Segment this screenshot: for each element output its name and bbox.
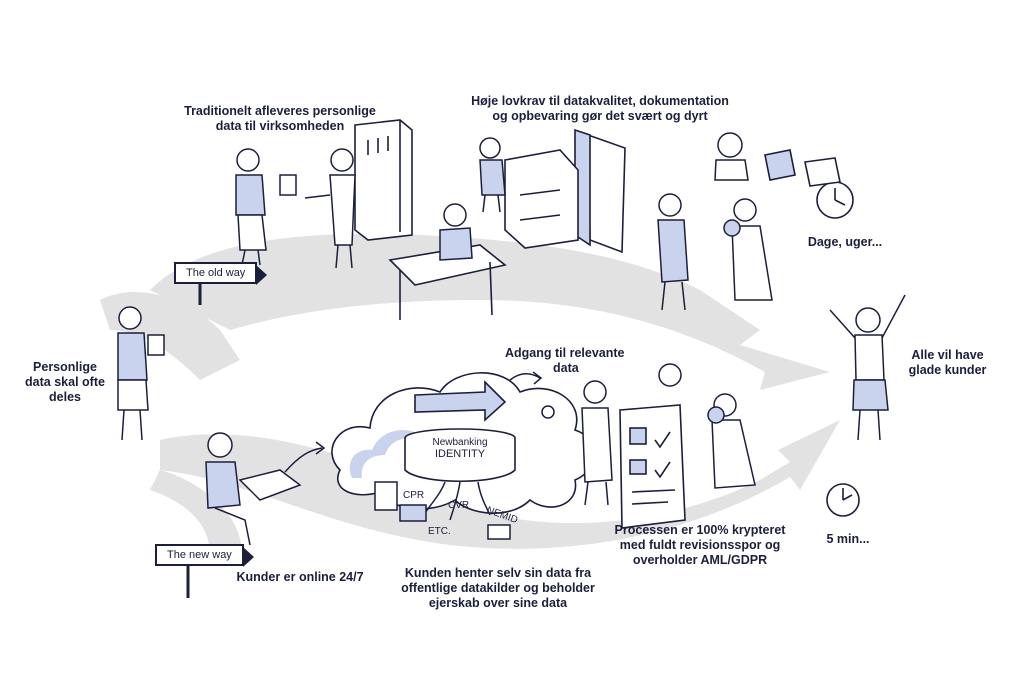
caption-five-min: 5 min... <box>826 532 870 546</box>
person-receiving-documents <box>304 148 356 269</box>
person-at-cabinet <box>479 137 506 213</box>
person-at-desk <box>439 203 473 261</box>
happy-person <box>829 294 906 441</box>
office-building-icon <box>354 119 413 241</box>
source-cpr: CPR <box>403 490 425 501</box>
caption-fetches-1: Kunden henter selv sin data fra <box>404 566 592 580</box>
caption-process: Processen er 100% krypteret med fuldt re… <box>600 523 800 568</box>
caption-customer-fetches: Kunden henter selv sin data fra offentli… <box>388 566 608 611</box>
identity-title: Newbanking IDENTITY <box>420 437 500 460</box>
cloud-arrow <box>414 380 507 422</box>
person-handing-documents <box>235 148 297 266</box>
clock-icon-bottom <box>826 483 860 517</box>
person-holding-documents-left <box>117 306 165 441</box>
checklist-board-icon <box>619 404 686 529</box>
caption-process-2: med fuldt revisionsspor og <box>619 538 781 552</box>
clock-icon-top <box>816 181 854 219</box>
caption-traditional-2: data til virksomheden <box>215 119 345 133</box>
caption-personal-2: data skal ofte <box>25 375 105 389</box>
caption-access-1: Adgang til relevante <box>505 346 625 360</box>
identity-drum-body <box>404 438 516 483</box>
caption-personal-1: Personlige <box>33 360 97 374</box>
caption-requirements: Høje lovkrav til datakvalitet, dokumenta… <box>470 94 730 124</box>
caption-fetches-3: ejerskab over sine data <box>428 596 568 610</box>
person-with-documents-right <box>657 193 689 311</box>
identity-line2: IDENTITY <box>434 448 486 460</box>
sign-old-way: The old way <box>174 262 268 285</box>
arrow-access <box>509 371 543 385</box>
person-with-magnifier-top <box>723 198 773 301</box>
id-cards-icon <box>374 481 511 540</box>
source-cvr: CVR <box>448 500 470 511</box>
caption-access: Adgang til relevante data <box>505 346 645 376</box>
caption-happy: Alle vil have glade kunder <box>900 348 995 378</box>
door-icon <box>574 128 626 254</box>
person-with-magnifier-bottom <box>707 393 756 489</box>
caption-personal-data: Personlige data skal ofte deles <box>20 360 110 405</box>
caption-process-1: Processen er 100% krypteret <box>614 523 786 537</box>
calendar-pages-icon <box>764 149 841 187</box>
desk-icon <box>388 244 507 320</box>
stressed-person-top <box>714 132 749 181</box>
stressed-person-bottom <box>658 363 682 387</box>
caption-online: Kunder er online 24/7 <box>236 570 364 584</box>
caption-days: Dage, uger... <box>807 235 883 249</box>
caption-happy-1: Alle vil have <box>911 348 984 362</box>
caption-personal-3: deles <box>49 390 81 404</box>
person-with-laptop <box>205 432 302 546</box>
caption-requirements-2: og opbevaring gør det svært og dyrt <box>492 109 708 123</box>
caption-happy-2: glade kunder <box>908 363 987 377</box>
caption-requirements-1: Høje lovkrav til datakvalitet, dokumenta… <box>471 94 729 108</box>
caption-process-3: overholder AML/GDPR <box>632 553 768 567</box>
person-with-key <box>541 380 613 506</box>
cloud-shading <box>349 430 420 478</box>
sign-new-way: The new way <box>155 544 254 567</box>
caption-fetches-2: offentlige datakilder og beholder <box>401 581 595 595</box>
filing-cabinet-icon <box>504 149 579 249</box>
arrow-to-cloud <box>284 441 326 473</box>
caption-traditional: Traditionelt afleveres personlige data t… <box>180 104 380 134</box>
caption-traditional-1: Traditionelt afleveres personlige <box>184 104 376 118</box>
source-etc: ETC. <box>428 526 451 537</box>
caption-access-2: data <box>553 361 579 375</box>
identity-line1: Newbanking <box>432 437 488 448</box>
